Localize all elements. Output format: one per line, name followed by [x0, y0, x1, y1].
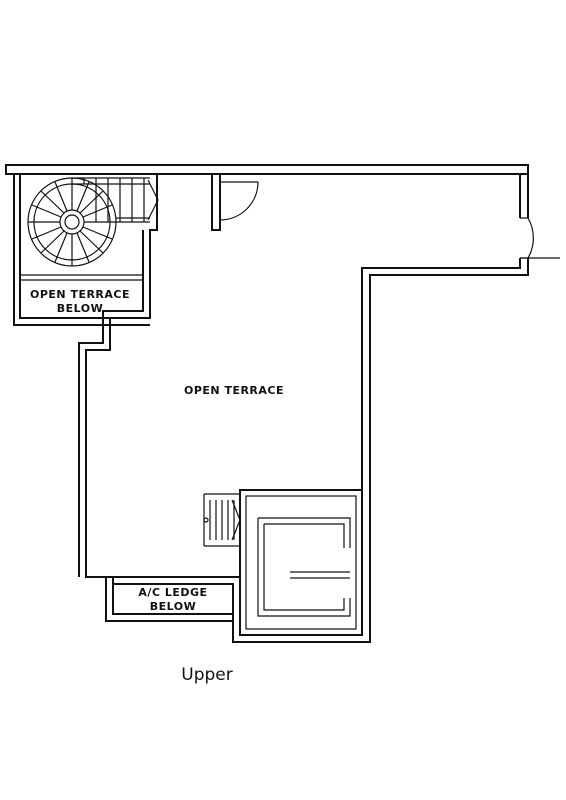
- ac-ledge-area: A/C LEDGE BELOW: [105, 577, 233, 622]
- door-top: [211, 174, 259, 231]
- ac-ledge-label: A/C LEDGE: [138, 586, 207, 599]
- open-terrace-below-label-2: BELOW: [57, 302, 104, 315]
- open-terrace-below-label: OPEN TERRACE: [30, 288, 130, 301]
- open-terrace-below-area: OPEN TERRACE BELOW: [13, 174, 150, 326]
- top-wall: [5, 164, 529, 175]
- spiral-staircase: [27, 177, 159, 267]
- open-terrace-label: OPEN TERRACE: [184, 384, 284, 397]
- plan-caption: Upper: [181, 665, 232, 685]
- door-right: [520, 217, 560, 259]
- ac-ledge-label-2: BELOW: [150, 600, 197, 613]
- lower-stair-block: [203, 489, 363, 636]
- outer-wall: [78, 174, 529, 643]
